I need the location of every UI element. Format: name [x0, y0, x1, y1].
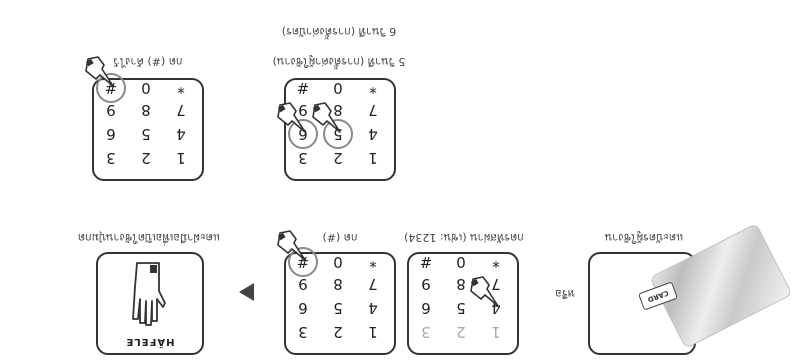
keypad-key-star[interactable]: * — [369, 79, 377, 97]
step6-caption-line: 6 วินาที (การตั้งค่าบัตร) — [281, 25, 397, 38]
lock-panel-palm: HÄFELE — [96, 252, 204, 355]
keypad-key-star[interactable]: * — [177, 79, 185, 97]
keypad-key-star[interactable]: * — [369, 253, 377, 271]
keypad-key-9[interactable]: 9 — [421, 275, 431, 293]
keypad-key-hash[interactable]: # — [419, 253, 433, 271]
keypad-key-0[interactable]: 0 — [333, 79, 343, 97]
keypad-key-0[interactable]: 0 — [141, 79, 151, 97]
keypad-key-5[interactable]: 5 — [141, 125, 151, 143]
keypad-key-6[interactable]: 6 — [298, 299, 308, 317]
step2-caption: กด (#) — [322, 231, 358, 244]
keypad-key-4[interactable]: 4 — [176, 125, 186, 143]
keypad-key-star[interactable]: * — [492, 253, 500, 271]
keypad-key-2[interactable]: 2 — [333, 149, 343, 167]
keypad-key-4[interactable]: 4 — [368, 299, 378, 317]
keypad-key-8[interactable]: 8 — [141, 101, 151, 119]
finger-pointer-icon — [85, 56, 114, 87]
keypad-key-3[interactable]: 3 — [106, 149, 116, 167]
keypad-key-7[interactable]: 7 — [368, 101, 378, 119]
step5-caption-line: กด (#) ค้างไว้ — [113, 55, 183, 68]
keypad-key-3[interactable]: 3 — [421, 323, 431, 341]
step4-caption: แตะบัตรผู้ใช้งาน — [604, 231, 684, 244]
card-label: CARD — [646, 288, 670, 304]
keypad-key-hash[interactable]: # — [296, 79, 310, 97]
keypad-key-1[interactable]: 1 — [491, 323, 501, 341]
keypad-key-6[interactable]: 6 — [421, 299, 431, 317]
keypad-key-2[interactable]: 2 — [456, 323, 466, 341]
step3-caption: กดรหัสผ่าน (เช่น: 1234) — [404, 231, 524, 244]
keypad-key-0[interactable]: 0 — [456, 253, 466, 271]
keypad-key-7[interactable]: 7 — [368, 275, 378, 293]
keypad-key-2[interactable]: 2 — [141, 149, 151, 167]
keypad-key-3[interactable]: 3 — [298, 323, 308, 341]
keypad-key-4[interactable]: 4 — [368, 125, 378, 143]
keypad-key-1[interactable]: 1 — [368, 149, 378, 167]
keypad-key-1[interactable]: 1 — [368, 323, 378, 341]
keypad-key-5[interactable]: 5 — [333, 299, 343, 317]
brand-logo: HÄFELE — [125, 336, 175, 347]
keypad-key-8[interactable]: 8 — [333, 275, 343, 293]
finger-pointer-icon — [277, 102, 306, 133]
keypad-key-6[interactable]: 6 — [106, 125, 116, 143]
finger-pointer-icon — [312, 102, 341, 133]
step1-caption: แตะฝ่ามือเพื่อเปิดใช้งานปุ่มกด — [77, 231, 220, 244]
finger-pointer-icon — [470, 276, 499, 307]
finger-pointer-icon — [277, 230, 306, 261]
keypad-key-3[interactable]: 3 — [298, 149, 308, 167]
step6-caption-line: 5 วินาที (การตั้งค่าผู้ใช้งาน) — [272, 55, 406, 68]
step5-caption: กด (#) ค้างไว้ — [82, 53, 214, 71]
step6-caption: 5 วินาที (การตั้งค่าผู้ใช้งาน) 6 วินาที … — [264, 23, 414, 71]
keypad-key-2[interactable]: 2 — [333, 323, 343, 341]
keypad-key-7[interactable]: 7 — [176, 101, 186, 119]
keypad-key-0[interactable]: 0 — [333, 253, 343, 271]
keypad-key-1[interactable]: 1 — [176, 149, 186, 167]
hand-icon — [132, 262, 166, 326]
next-arrow-icon — [239, 283, 254, 301]
or-label: หรือ — [555, 287, 575, 300]
